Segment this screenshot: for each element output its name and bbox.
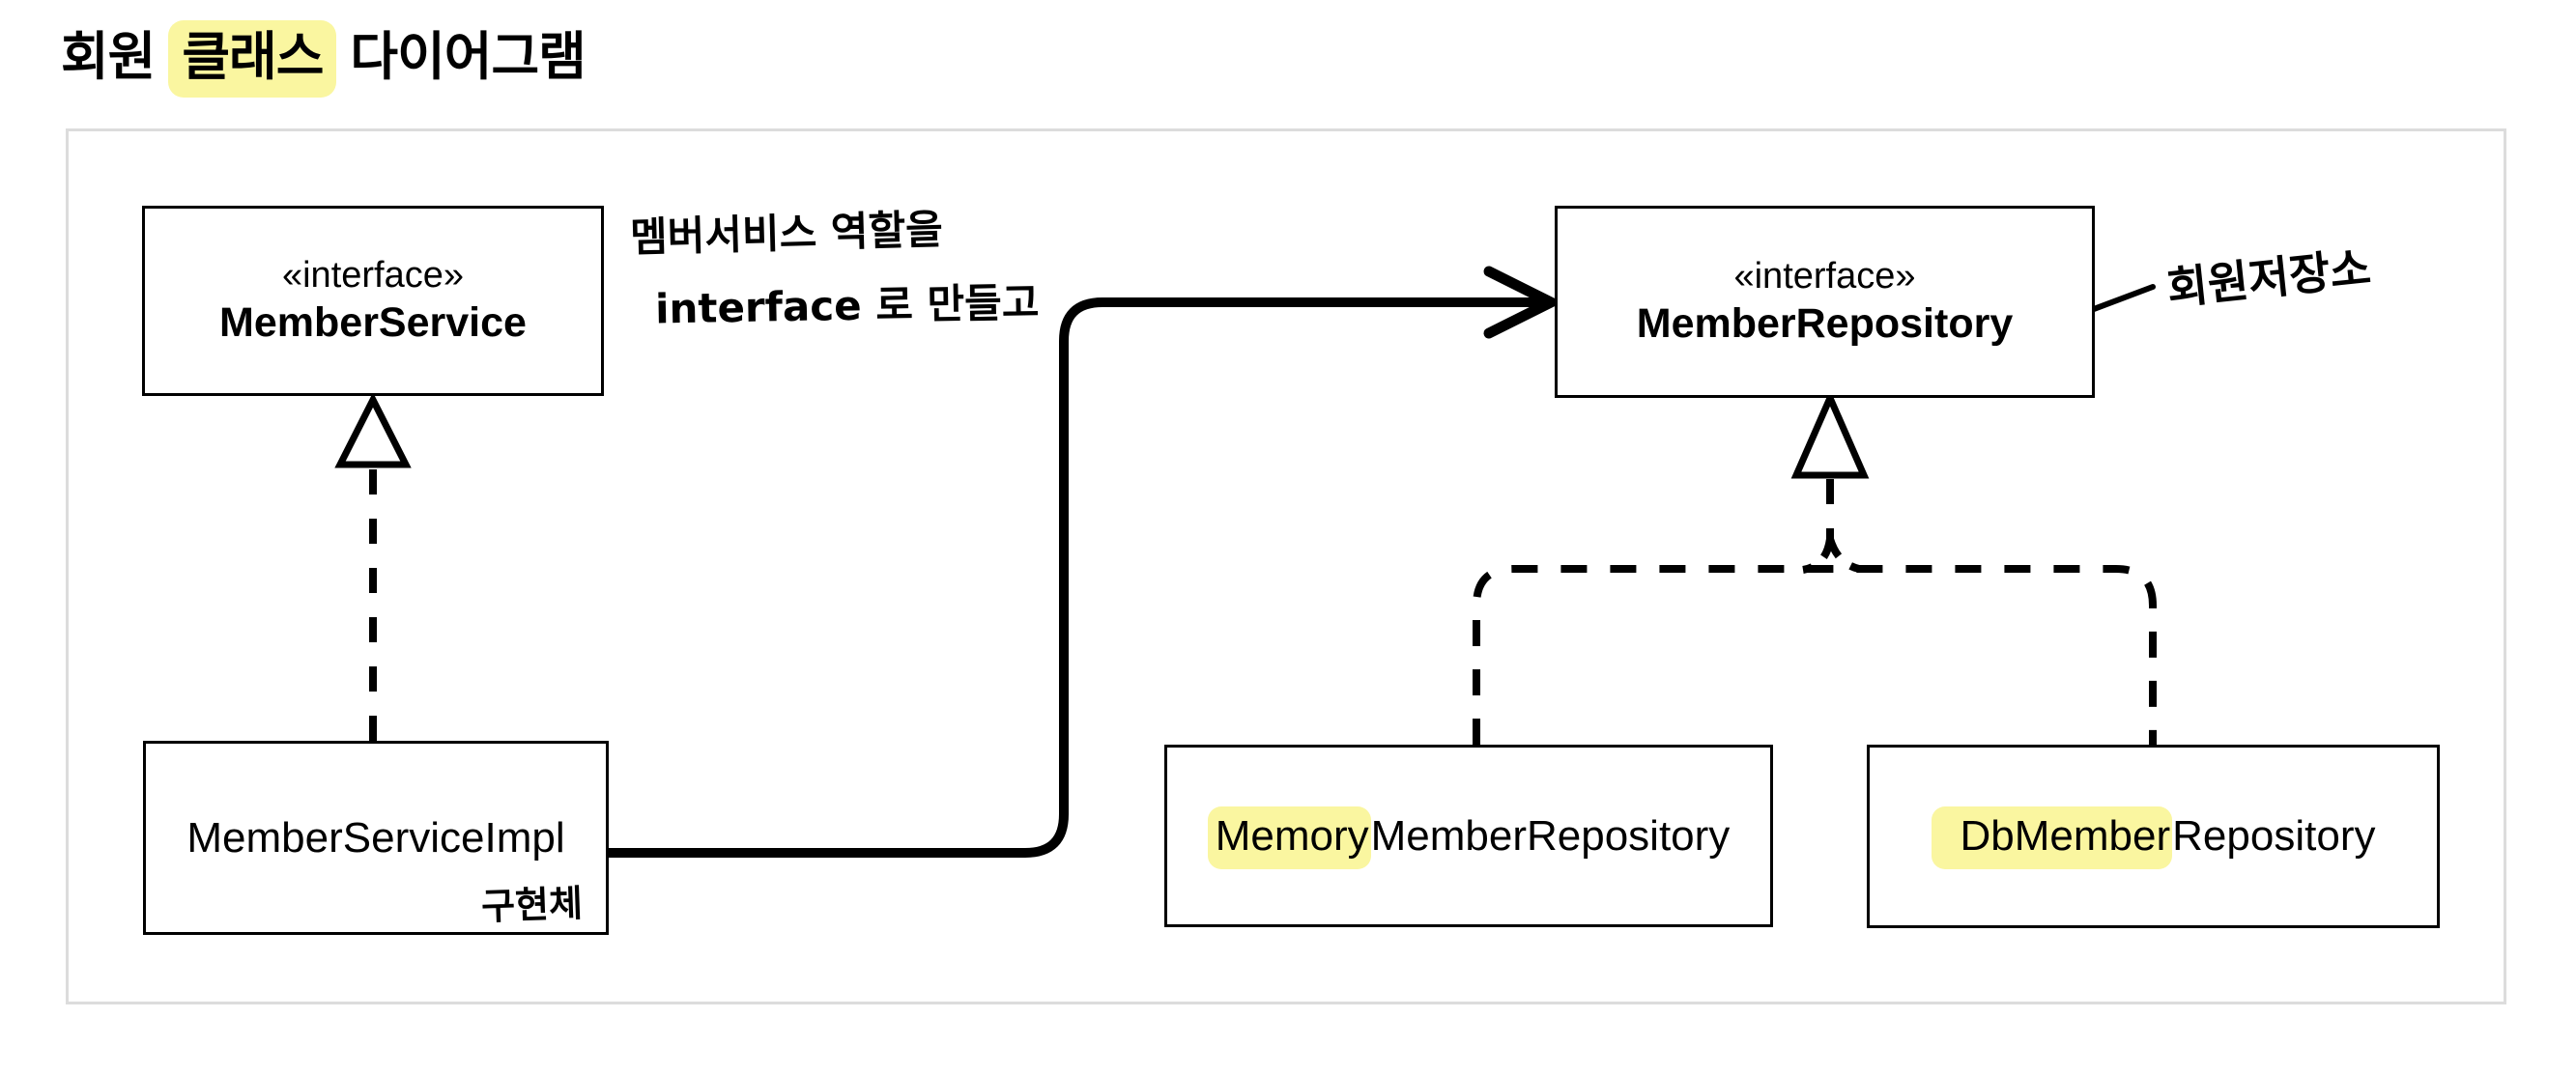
- member-repository-stereotype: «interface»: [1733, 256, 1916, 297]
- annotation-impl-note: 구현체: [480, 882, 584, 928]
- db-member-highlight: DbMember: [1931, 806, 2173, 870]
- memory-highlight: Memory: [1207, 806, 1371, 869]
- member-repository-name: MemberRepository: [1636, 300, 2014, 348]
- memory-rest: MemberRepository: [1370, 811, 1731, 860]
- annotation-service-role-line2: interface 로 만들고: [654, 278, 1040, 333]
- member-service-stereotype: «interface»: [281, 255, 464, 297]
- class-member-repository: «interface» MemberRepository: [1555, 206, 2095, 398]
- page-title-pre: 회원: [61, 28, 169, 86]
- class-memory-member-repository: MemoryMemberRepository: [1164, 745, 1773, 927]
- db-rest: Repository: [2172, 812, 2376, 861]
- class-db-member-repository: DbMemberRepository: [1867, 745, 2440, 928]
- page-title-highlight: 클래스: [168, 20, 337, 98]
- db-member-repository-name: DbMemberRepository: [1931, 806, 2376, 870]
- class-member-service: «interface» MemberService: [142, 206, 604, 396]
- page-title-post: 다이어그램: [336, 28, 586, 86]
- member-service-name: MemberService: [219, 299, 527, 347]
- class-member-service-impl: MemberServiceImpl: [143, 741, 609, 935]
- member-service-impl-name: MemberServiceImpl: [186, 813, 565, 862]
- annotation-service-role-line1: 멤버서비스 역할을: [629, 205, 944, 262]
- page-title: 회원 클래스 다이어그램: [61, 14, 587, 98]
- memory-member-repository-name: MemoryMemberRepository: [1207, 806, 1731, 869]
